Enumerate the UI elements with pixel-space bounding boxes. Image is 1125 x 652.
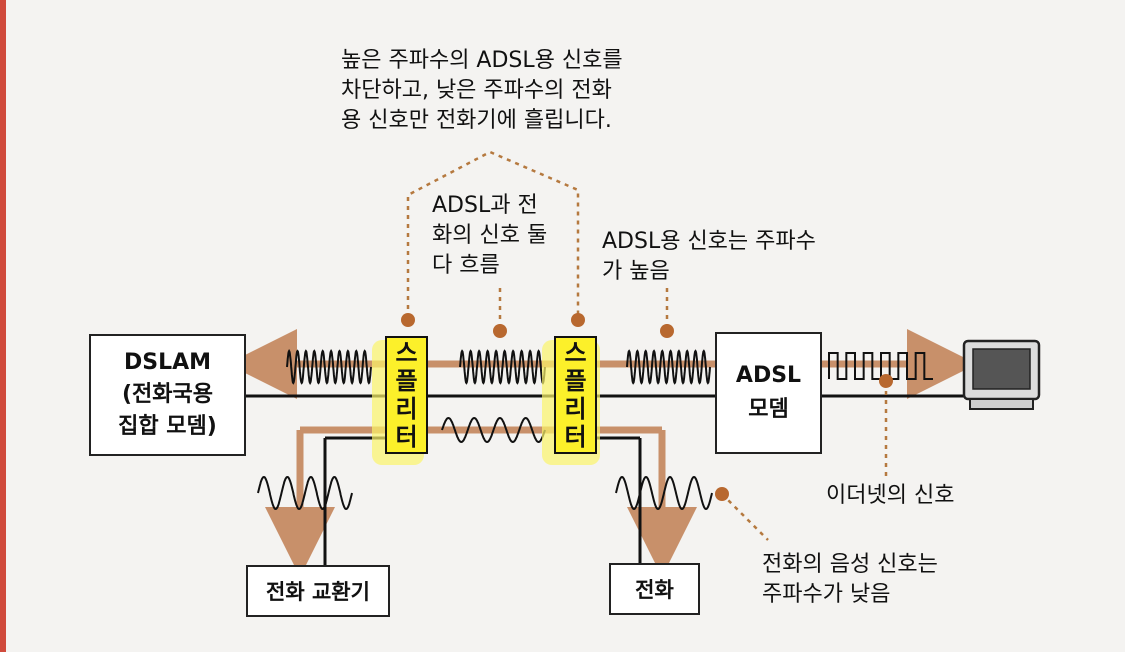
splitter-char: 터 [564, 423, 587, 451]
annotation-ethernet: 이더넷의 신호 [826, 481, 954, 511]
low-frequency-wave [441, 416, 546, 444]
high-frequency-wave [286, 349, 372, 385]
splitter-2: 스 플 리 터 [554, 336, 597, 454]
annotation-line: ADSL용 신호는 주파수 [602, 229, 816, 254]
callout-dot [401, 313, 415, 327]
exchange-box: 전화 교환기 [246, 565, 390, 617]
callout-dot [493, 324, 507, 338]
phone-label: 전화 [635, 578, 674, 602]
low-frequency-wave [615, 475, 713, 511]
dslam-label-line: (전화국용 [121, 382, 213, 407]
annotation-top: 높은 주파수의 ADSL용 신호를 차단하고, 낮은 주파수의 전화 용 신호만… [341, 46, 623, 136]
modem-label-line: ADSL [735, 363, 802, 388]
annotation-line: 화의 신호 둘 [432, 223, 548, 248]
callout-dot [571, 313, 585, 327]
annotation-line: 다 흐름 [432, 253, 500, 278]
annotation-both-signals: ADSL과 전 화의 신호 둘 다 흐름 [432, 191, 547, 281]
splitter-char: 터 [395, 423, 418, 451]
modem-label-line: 모뎀 [748, 397, 789, 422]
exchange-label: 전화 교환기 [266, 580, 370, 604]
splitter-char: 리 [395, 395, 418, 423]
callout-top-line [406, 150, 580, 318]
splitter-1: 스 플 리 터 [385, 336, 428, 454]
annotation-line: 차단하고, 낮은 주파수의 전화 [341, 78, 612, 103]
splitter-char: 리 [564, 395, 587, 423]
adsl-modem-box: ADSL 모뎀 [715, 332, 822, 454]
annotation-line: 주파수가 낮음 [762, 582, 891, 607]
high-frequency-wave [626, 349, 711, 385]
annotation-line: 이더넷의 신호 [826, 483, 955, 508]
annotation-line: 전화의 음성 신호는 [762, 552, 938, 577]
annotation-line: ADSL과 전 [432, 193, 538, 218]
low-frequency-wave [257, 475, 353, 511]
splitter-char: 스 [395, 339, 418, 367]
splitter-char: 플 [564, 367, 587, 395]
callout-voice-line [721, 493, 769, 541]
dslam-label-line: 집합 모뎀) [118, 414, 217, 439]
annotation-line: 가 높음 [602, 259, 670, 284]
annotation-adsl-high: ADSL용 신호는 주파수 가 높음 [602, 227, 816, 287]
splitter-char: 플 [395, 367, 418, 395]
callout-dot [879, 374, 893, 388]
annotation-line: 용 신호만 전화기에 흘립니다. [341, 108, 612, 133]
splitter-char: 스 [564, 339, 587, 367]
annotation-line: 높은 주파수의 ADSL용 신호를 [341, 48, 623, 73]
dslam-label-line: DSLAM [123, 350, 212, 375]
dslam-box: DSLAM (전화국용 집합 모뎀) [89, 334, 246, 456]
page-edge-rule [0, 0, 6, 652]
callout-dot [660, 324, 674, 338]
monitor-icon [962, 339, 1041, 410]
phone-box: 전화 [609, 563, 700, 615]
annotation-voice-low: 전화의 음성 신호는 주파수가 낮음 [762, 550, 938, 610]
callout-dot [715, 487, 729, 501]
high-frequency-wave [459, 349, 546, 385]
